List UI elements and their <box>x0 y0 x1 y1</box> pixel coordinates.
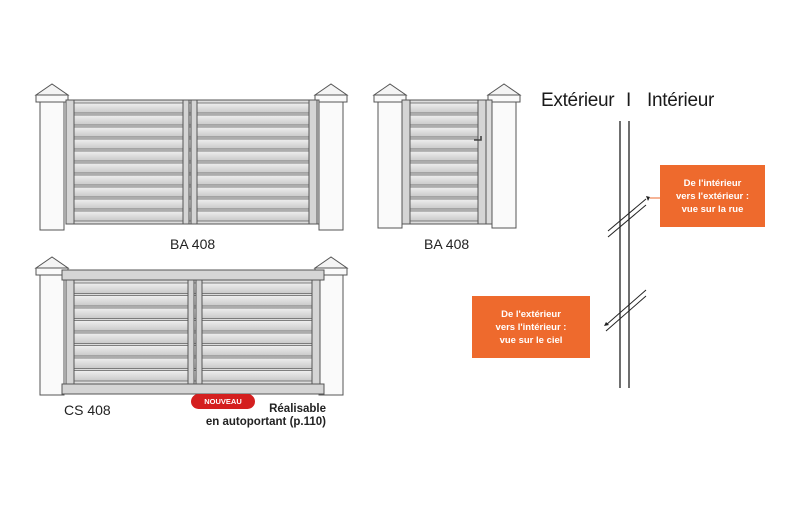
note-inside-line-2: vers l'extérieur : <box>675 191 750 202</box>
ped-left-pillar <box>372 83 408 229</box>
note-outside-to-inside: De l'extérieur vers l'intérieur : vue su… <box>472 296 590 358</box>
exterior-heading: Extérieur <box>541 90 615 111</box>
left-pillar <box>34 83 70 231</box>
pedestrian-gate-slat <box>409 162 479 174</box>
top-rail <box>61 269 325 281</box>
new-badge: NOUVEAU <box>191 394 255 409</box>
frame-stile-center-2 <box>190 99 198 225</box>
frame-stile-center <box>182 99 190 225</box>
double-swing-gate <box>34 83 349 231</box>
pedestrian-gate-slat <box>409 198 479 210</box>
pedestrian-gate-model-label: BA 408 <box>424 236 470 252</box>
right-pillar <box>313 83 349 231</box>
view-arrow-upper <box>607 196 650 238</box>
pedestrian-gate-slat <box>409 174 479 186</box>
pedestrian-gate-slat <box>409 114 479 126</box>
note-inside-line-1: De l'intérieur <box>683 178 742 189</box>
frame-stile-right <box>308 99 318 225</box>
note-inside-to-outside: De l'intérieur vers l'extérieur : vue su… <box>660 165 765 227</box>
note-outside-line-1: De l'extérieur <box>501 309 561 320</box>
slide-right-pillar <box>313 256 349 396</box>
pedestrian-gate-slat <box>409 186 479 198</box>
side-separator: I <box>626 90 631 111</box>
pedestrian-gate <box>372 83 522 229</box>
double-gate-model-label: BA 408 <box>170 236 216 252</box>
pedestrian-gate-slat <box>409 150 479 162</box>
view-arrow-lower <box>604 289 647 332</box>
door-handle-icon <box>474 136 482 141</box>
bottom-rail <box>61 383 325 395</box>
pedestrian-gate-slat <box>409 210 479 222</box>
pedestrian-gate-slat <box>409 102 479 114</box>
slide-left-pillar <box>34 256 70 396</box>
sliding-gate <box>34 256 349 396</box>
ped-right-pillar <box>486 83 522 229</box>
pedestrian-gate-slat <box>409 138 479 150</box>
realisable-note: Réalisable en autoportant (p.110) <box>170 403 326 429</box>
frame-stile-left <box>65 99 75 225</box>
sliding-gate-model-label: CS 408 <box>64 402 111 418</box>
realisable-line-2: en autoportant (p.110) <box>205 416 326 428</box>
interior-heading: Intérieur <box>647 90 715 111</box>
note-inside-line-3: vue sur la rue <box>681 204 744 215</box>
note-outside-line-2: vers l'intérieur : <box>495 322 567 333</box>
pedestrian-gate-slat <box>409 126 479 138</box>
realisable-line-1: Réalisable <box>269 403 326 415</box>
note-outside-line-3: vue sur le ciel <box>499 335 563 346</box>
wall-section <box>619 121 630 388</box>
